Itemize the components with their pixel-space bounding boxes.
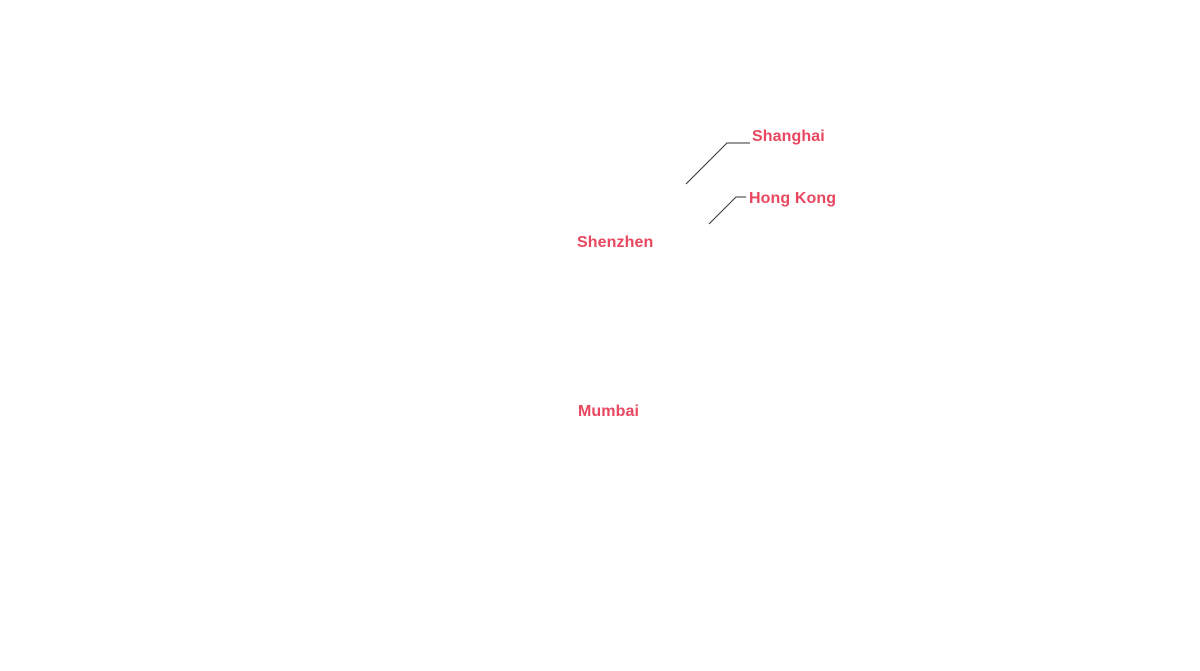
city-label-hong-kong[interactable]: Hong Kong xyxy=(749,190,837,207)
leader-line-shanghai xyxy=(685,142,750,185)
leader-line-hong-kong xyxy=(708,196,746,225)
city-label-shanghai[interactable]: Shanghai xyxy=(752,128,825,145)
city-label-shenzhen[interactable]: Shenzhen xyxy=(577,234,654,251)
city-label-mumbai[interactable]: Mumbai xyxy=(578,403,640,420)
